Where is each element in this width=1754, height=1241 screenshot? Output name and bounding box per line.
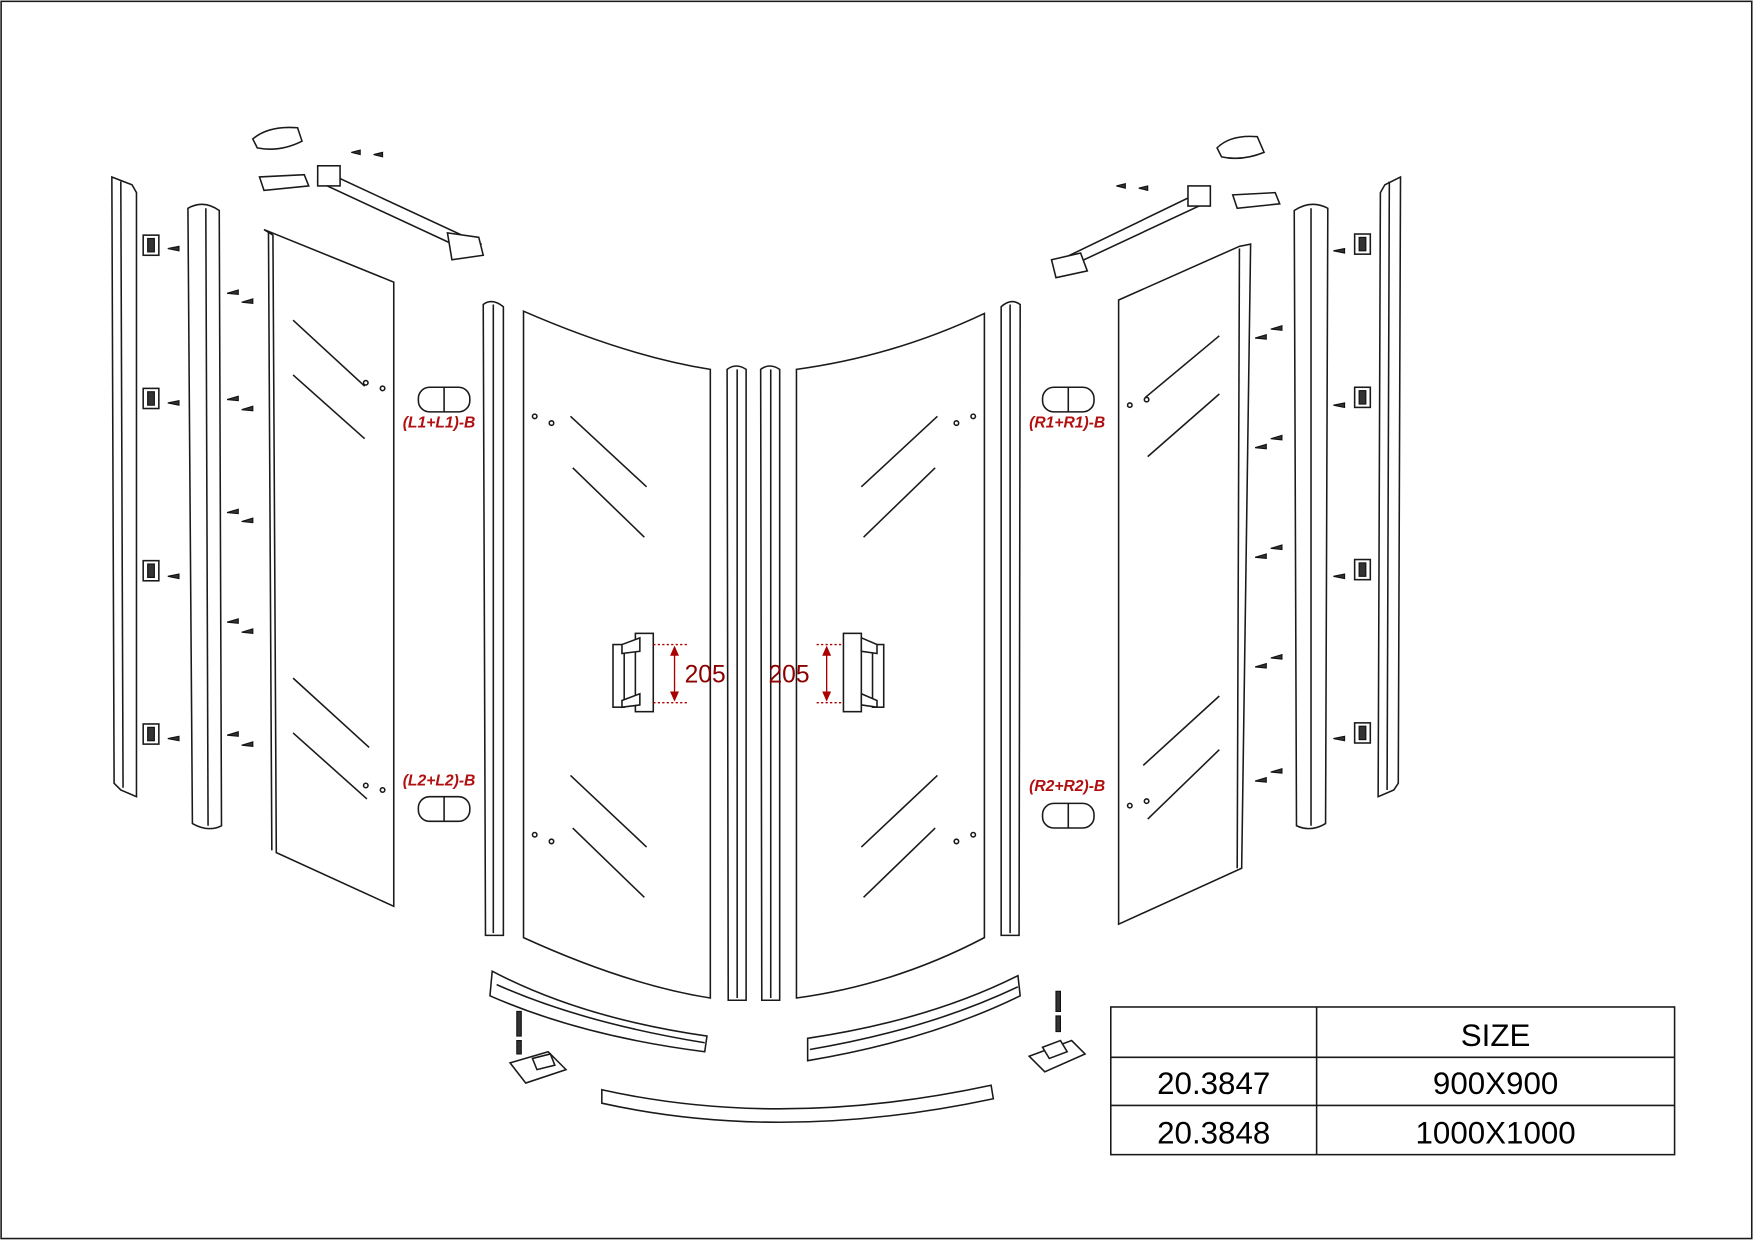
- bottom-threshold: [601, 1084, 995, 1123]
- right-curved-door: [795, 312, 986, 999]
- table-row-size: 1000X1000: [1415, 1115, 1575, 1150]
- left-adjust-profile: [187, 203, 223, 830]
- right-seal-strip: [1000, 300, 1021, 937]
- right-wall-profile: [1377, 175, 1402, 798]
- bottom-left-foot: [508, 1010, 568, 1084]
- hinge-label-L2: (L2+L2)-B: [403, 772, 476, 789]
- left-handle-spacing: 205: [685, 662, 726, 689]
- right-door-handle[interactable]: [842, 632, 885, 713]
- left-wall-brackets: [142, 234, 180, 745]
- size-table: SIZE 20.3847 900X900 20.3848 1000X1000: [1110, 1006, 1676, 1156]
- hinge-R2[interactable]: [1041, 802, 1095, 829]
- right-panel-screws: [1254, 324, 1283, 783]
- table-row-code: 20.3848: [1157, 1115, 1270, 1150]
- bottom-left-sill: [489, 969, 708, 1053]
- bottom-right-foot: [1027, 990, 1087, 1073]
- left-wall-profile: [111, 175, 138, 798]
- right-wall-brackets: [1333, 233, 1372, 744]
- left-stabilizer-bar: [316, 164, 485, 261]
- right-fixed-panel: [1117, 243, 1252, 926]
- left-panel-screws: [226, 289, 254, 747]
- left-seal-strip: [482, 300, 505, 937]
- bottom-right-sill: [806, 974, 1022, 1062]
- hinge-L1[interactable]: [417, 386, 471, 413]
- right-stabilizer-bar: [1050, 185, 1212, 279]
- right-handle-spacing: 205: [768, 662, 809, 689]
- right-adjust-profile: [1293, 203, 1329, 830]
- left-fixed-panel: [263, 228, 395, 908]
- left-door-handle[interactable]: [612, 632, 655, 713]
- table-row-size: 900X900: [1433, 1066, 1558, 1101]
- hinge-R1[interactable]: [1041, 386, 1095, 413]
- center-magnetic-strips: [726, 365, 781, 1002]
- table-row-code: 20.3847: [1157, 1066, 1270, 1101]
- hinge-label-R2: (R2+R2)-B: [1029, 778, 1105, 795]
- table-header-size: SIZE: [1461, 1018, 1531, 1053]
- right-top-caps: [1116, 135, 1281, 210]
- left-top-caps: [251, 126, 384, 192]
- left-handle-dimension: [653, 643, 690, 704]
- hinge-label-L1: (L1+L1)-B: [403, 415, 476, 432]
- hinge-label-R1: (R1+R1)-B: [1029, 415, 1105, 432]
- hinge-L2[interactable]: [417, 795, 471, 823]
